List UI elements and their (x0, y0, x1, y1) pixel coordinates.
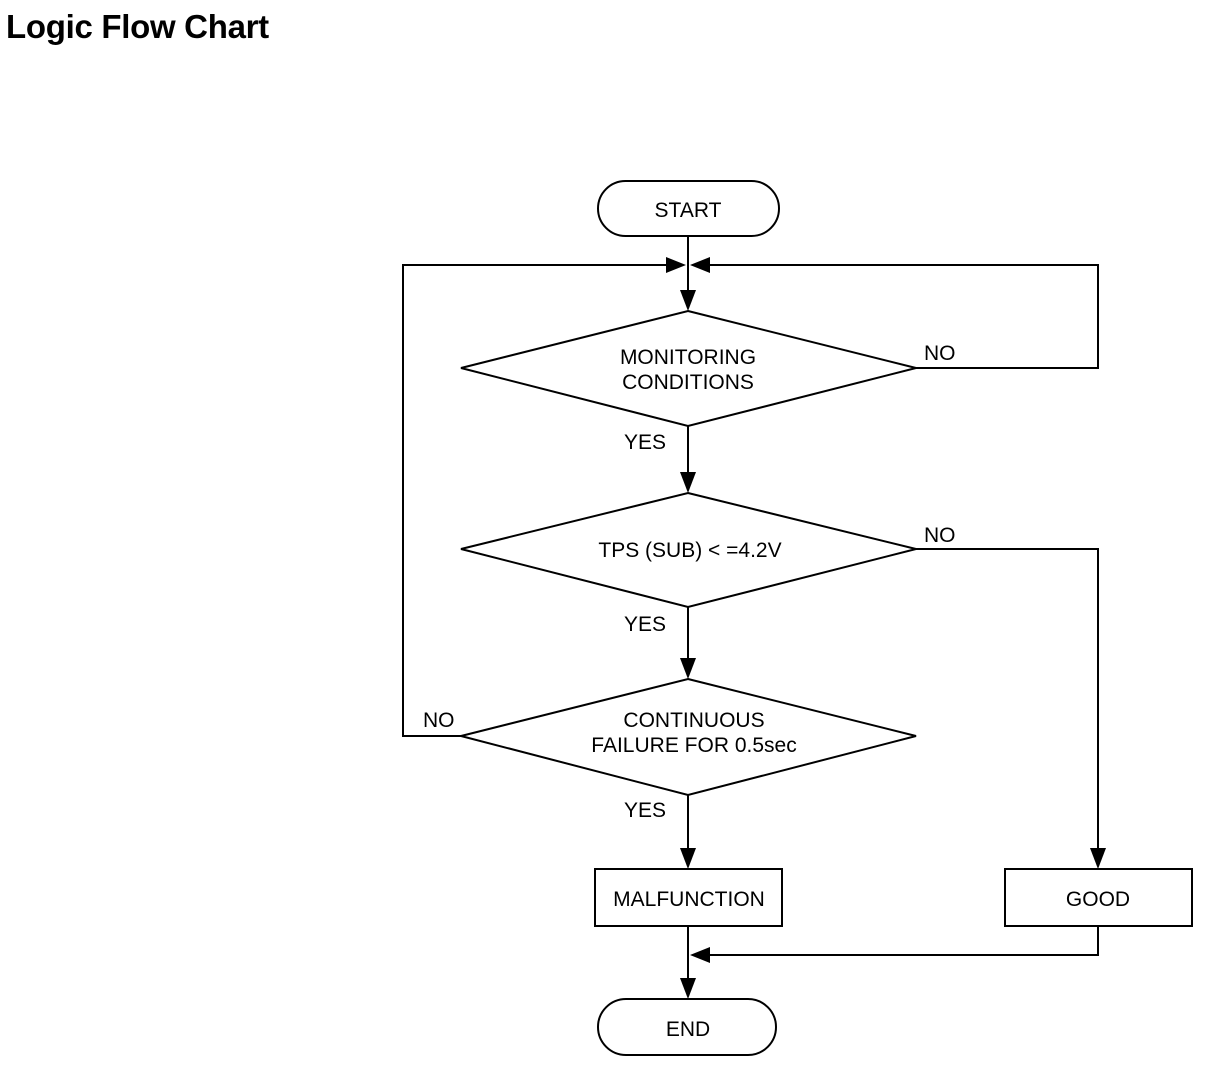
arrowhead-down (680, 472, 696, 493)
arrowhead-down (1090, 848, 1106, 869)
connector-tps-no (916, 548, 1099, 850)
tps-yes-label: YES (624, 613, 666, 636)
malfunction-label: MALFUNCTION (613, 888, 765, 911)
continuous-yes-label: YES (624, 799, 666, 822)
connector-monitoring-no-loop (706, 264, 1099, 369)
connector-good-to-end (706, 926, 1099, 956)
continuous-label-line2: FAILURE FOR 0.5sec (591, 734, 796, 757)
continuous-no-label: NO (423, 709, 455, 732)
continuous-label-line1: CONTINUOUS (623, 709, 764, 732)
good-label: GOOD (1066, 888, 1130, 911)
arrowhead-down (680, 978, 696, 999)
malfunction-process: MALFUNCTION (594, 868, 783, 927)
arrowhead-right (666, 257, 686, 273)
arrowhead-down (680, 848, 696, 869)
arrowhead-down (680, 658, 696, 679)
monitoring-no-label: NO (924, 342, 956, 365)
end-terminal: END (597, 998, 777, 1056)
arrowhead-left (690, 947, 710, 963)
page-title: Logic Flow Chart (6, 8, 269, 45)
monitoring-label-line1: MONITORING (620, 346, 756, 369)
tps-label: TPS (SUB) < =4.2V (598, 539, 781, 562)
start-terminal: START (597, 180, 780, 237)
tps-no-label: NO (924, 524, 956, 547)
connector-continuous-no-loop (402, 264, 670, 737)
tps-decision: TPS (SUB) < =4.2V (460, 491, 917, 609)
continuous-failure-decision: CONTINUOUS FAILURE FOR 0.5sec (460, 677, 917, 797)
good-process: GOOD (1004, 868, 1193, 927)
start-label: START (655, 199, 722, 222)
end-label: END (666, 1018, 710, 1041)
monitoring-conditions-decision: MONITORING CONDITIONS (460, 309, 917, 428)
monitoring-label-line2: CONDITIONS (622, 371, 754, 394)
arrowhead-down (680, 290, 696, 311)
arrowhead-left (690, 257, 710, 273)
monitoring-yes-label: YES (624, 431, 666, 454)
